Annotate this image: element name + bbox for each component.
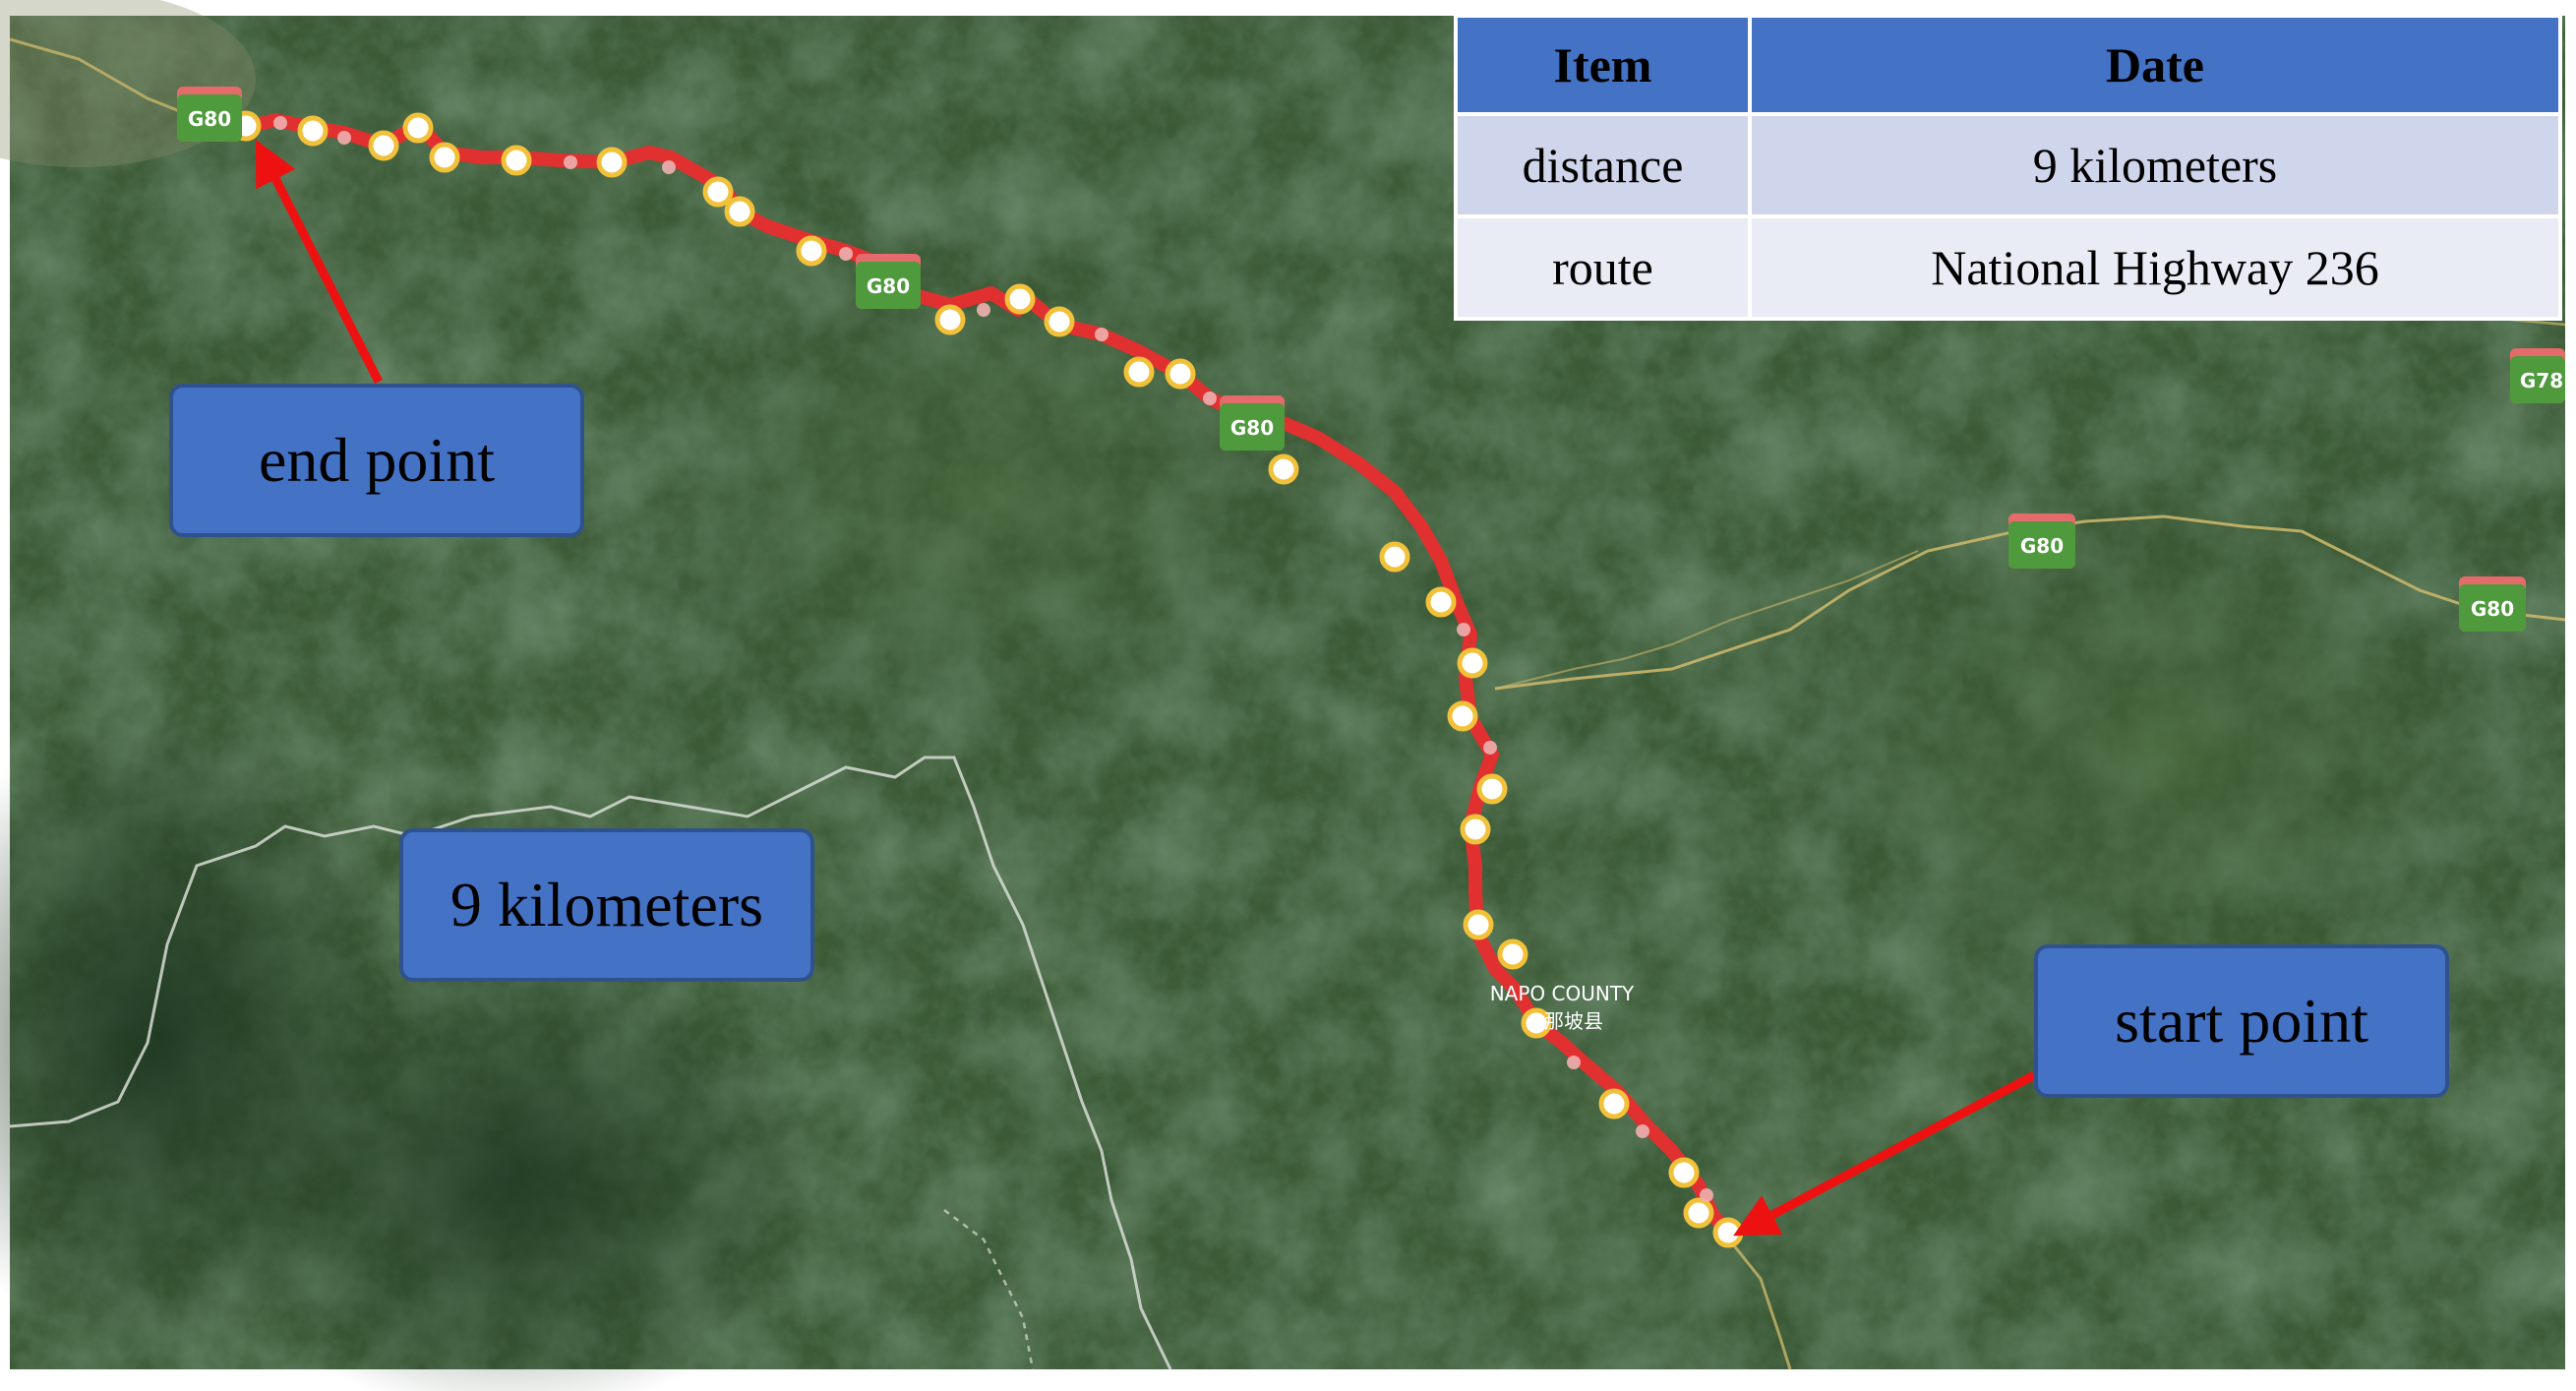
distance-callout: 9 kilometers (399, 828, 814, 982)
highway-shield-g80-5: G80 (2459, 576, 2526, 632)
svg-text:G80: G80 (867, 274, 910, 298)
svg-text:G78: G78 (2520, 369, 2563, 393)
table-cell: 9 kilometers (1751, 116, 2558, 214)
highway-shield-g78: G78 (2510, 348, 2565, 403)
svg-text:G80: G80 (1230, 416, 1274, 440)
table-cell: route (1458, 218, 1748, 317)
start-point-callout: start point (2034, 944, 2449, 1098)
svg-text:G80: G80 (188, 107, 231, 131)
table-header-item: Item (1458, 18, 1748, 112)
table-header-date: Date (1751, 18, 2558, 112)
svg-text:G80: G80 (2471, 597, 2514, 621)
start-point-arrow (1733, 1071, 2037, 1237)
table-cell: National Highway 236 (1751, 218, 2558, 317)
border-line (9, 756, 1172, 1370)
highway-shield-g80-4: G80 (2008, 514, 2075, 569)
table-row: distance 9 kilometers (1458, 116, 2558, 214)
highway-shield-g80-1: G80 (177, 87, 242, 142)
county-label-cn: 那坡县 (1544, 1009, 1603, 1033)
highway-shield-g80-3: G80 (1220, 395, 1285, 451)
svg-text:G80: G80 (2020, 534, 2064, 558)
table-cell: distance (1458, 116, 1748, 214)
end-point-arrow (255, 139, 384, 385)
highway-shield-g80-2: G80 (856, 254, 921, 309)
county-label-en: NAPO COUNTY (1490, 982, 1635, 1005)
info-table: Item Date distance 9 kilometers route Na… (1454, 14, 2562, 321)
end-point-callout: end point (169, 384, 584, 537)
route-waypoints (230, 110, 1744, 1248)
table-row: route National Highway 236 (1458, 218, 2558, 317)
